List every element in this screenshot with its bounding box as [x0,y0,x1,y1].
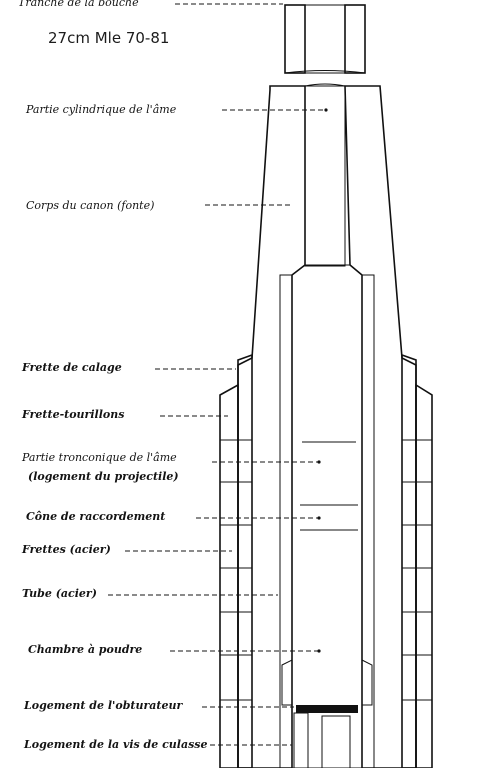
gun-body-right [344,85,417,768]
label-corps-text: Corps du canon (fonte) [26,199,154,212]
label-cone: Cône de raccordement [26,510,321,523]
label-frette-tourillons-text: Frette-tourillons [21,408,124,421]
bore [291,83,363,768]
label-chambre-text: Chambre à poudre [28,643,142,656]
label-frettes-text: Frettes (acier) [21,543,111,556]
muzzle-section [284,4,366,74]
hoops-left [219,353,253,768]
label-chambre: Chambre à poudre [28,643,321,656]
gun-body-left [237,85,306,768]
label-frette-calage: Frette de calage [21,361,236,374]
label-tranche: Tranche de la bouche [18,0,283,9]
label-frette-tourillons: Frette-tourillons [21,408,228,421]
label-tronconique-text-1: Partie tronconique de l'âme [21,451,177,464]
label-frette-calage-text: Frette de calage [21,361,122,374]
label-frettes: Frettes (acier) [21,543,232,556]
label-tube-text: Tube (acier) [22,587,97,600]
label-vis-text: Logement de la vis de culasse [23,738,207,751]
label-tranche-text: Tranche de la bouche [18,0,139,9]
steel-tube [279,274,375,768]
breech-section [281,659,373,768]
label-tronconique-text-2: (logement du projectile) [28,470,179,483]
label-tronconique: Partie tronconique de l'âme (logement du… [21,451,321,483]
label-vis: Logement de la vis de culasse [23,738,292,751]
diagram-title: 27cm Mle 70-81 [48,29,169,47]
label-tube: Tube (acier) [22,587,278,600]
label-cylindrique-text: Partie cylindrique de l'âme [25,103,177,116]
label-corps: Corps du canon (fonte) [26,199,290,212]
hoops-right [401,353,433,768]
label-cone-text: Cône de raccordement [26,510,165,523]
label-obturateur: Logement de l'obturateur [23,699,294,712]
label-obturateur-text: Logement de l'obturateur [23,699,183,712]
label-cylindrique: Partie cylindrique de l'âme [25,103,328,116]
